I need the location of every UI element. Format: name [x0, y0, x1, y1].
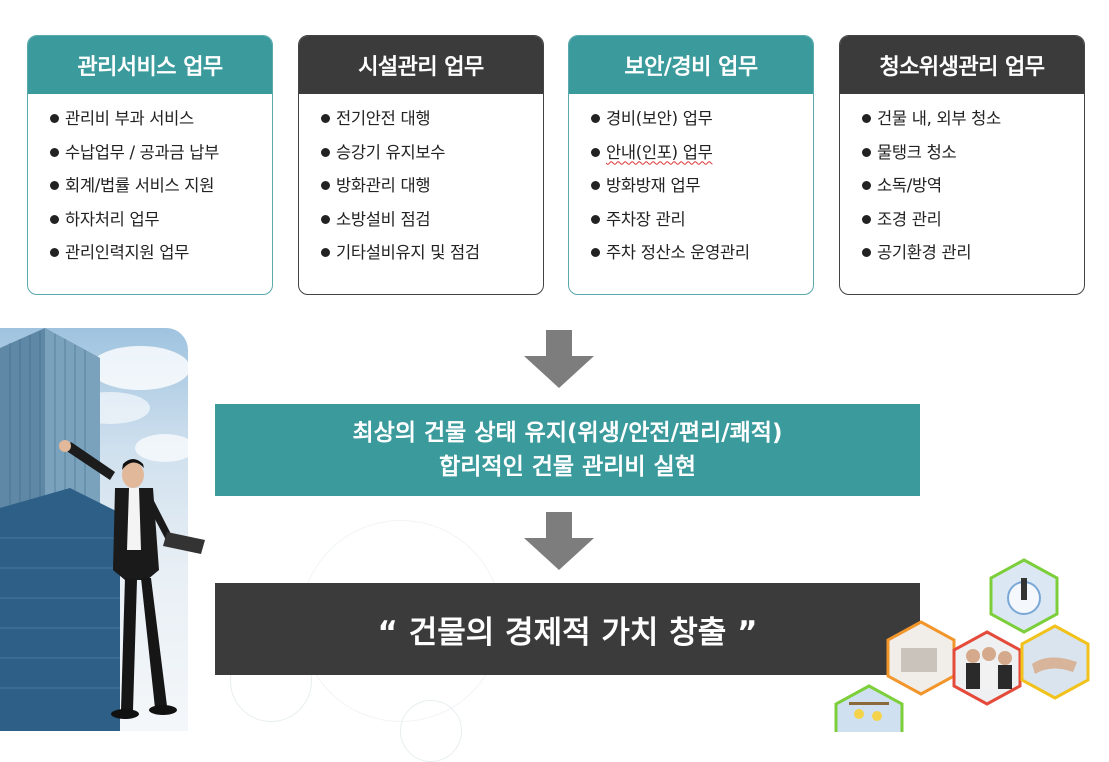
bullet-icon — [862, 181, 871, 191]
goal-banner: 최상의 건물 상태 유지(위생/안전/편리/쾌적) 합리적인 건물 관리비 실현 — [215, 404, 920, 496]
hexagon-collage-image — [834, 558, 1090, 732]
list-item: 주차 정산소 운영관리 — [591, 236, 813, 270]
list-item: 기타설비유지 및 점검 — [321, 236, 543, 270]
bullet-icon — [50, 147, 59, 157]
list-item: 소방설비 점검 — [321, 203, 543, 237]
bullet-icon — [50, 181, 59, 191]
card-title: 시설관리 업무 — [299, 36, 543, 94]
list-item: 수납업무 / 공과금 납부 — [50, 136, 272, 170]
bullet-icon — [321, 147, 330, 157]
card-title: 보안/경비 업무 — [569, 36, 813, 94]
bullet-icon — [321, 181, 330, 191]
card-title: 관리서비스 업무 — [28, 36, 272, 94]
watermark-circle — [400, 700, 462, 762]
card-list: 관리비 부과 서비스 수납업무 / 공과금 납부 회계/법률 서비스 지원 하자… — [28, 94, 272, 270]
card-title: 청소위생관리 업무 — [840, 36, 1084, 94]
list-item: 전기안전 대행 — [321, 102, 543, 136]
card-list: 전기안전 대행 승강기 유지보수 방화관리 대행 소방설비 점검 기타설비유지 … — [299, 94, 543, 270]
list-item: 소독/방역 — [862, 169, 1084, 203]
list-item: 방화관리 대행 — [321, 169, 543, 203]
down-arrow-icon — [524, 512, 594, 570]
bullet-icon — [862, 214, 871, 224]
bullet-icon — [321, 114, 330, 124]
goal-line-1: 최상의 건물 상태 유지(위생/안전/편리/쾌적) — [352, 420, 783, 446]
value-banner: “ 건물의 경제적 가치 창출 ” — [215, 583, 920, 675]
bullet-icon — [321, 248, 330, 258]
list-item: 조경 관리 — [862, 203, 1084, 237]
list-item: 경비(보안) 업무 — [591, 102, 813, 136]
bullet-icon — [591, 248, 600, 258]
list-item: 회계/법률 서비스 지원 — [50, 169, 272, 203]
goal-line-2: 합리적인 건물 관리비 실현 — [439, 454, 696, 480]
value-text: “ 건물의 경제적 가치 창출 ” — [377, 614, 758, 651]
list-item: 물탱크 청소 — [862, 136, 1084, 170]
card-cleaning-hygiene: 청소위생관리 업무 건물 내, 외부 청소 물탱크 청소 소독/방역 조경 관리… — [839, 35, 1085, 295]
list-item: 건물 내, 외부 청소 — [862, 102, 1084, 136]
bullet-icon — [50, 214, 59, 224]
bullet-icon — [591, 181, 600, 191]
card-facility-management: 시설관리 업무 전기안전 대행 승강기 유지보수 방화관리 대행 소방설비 점검… — [298, 35, 544, 295]
bullet-icon — [862, 147, 871, 157]
list-item: 안내(인포) 업무 — [591, 136, 813, 170]
list-item: 공기환경 관리 — [862, 236, 1084, 270]
card-management-service: 관리서비스 업무 관리비 부과 서비스 수납업무 / 공과금 납부 회계/법률 … — [27, 35, 273, 295]
card-security: 보안/경비 업무 경비(보안) 업무 안내(인포) 업무 방화방재 업무 주차장… — [568, 35, 814, 295]
list-item: 방화방재 업무 — [591, 169, 813, 203]
bullet-icon — [321, 214, 330, 224]
bullet-icon — [50, 114, 59, 124]
card-list: 건물 내, 외부 청소 물탱크 청소 소독/방역 조경 관리 공기환경 관리 — [840, 94, 1084, 270]
down-arrow-icon — [524, 330, 594, 388]
bullet-icon — [591, 214, 600, 224]
skyline-illustration — [0, 328, 188, 731]
list-item: 관리비 부과 서비스 — [50, 102, 272, 136]
bullet-icon — [591, 114, 600, 124]
bullet-icon — [862, 114, 871, 124]
card-list: 경비(보안) 업무 안내(인포) 업무 방화방재 업무 주차장 관리 주차 정산… — [569, 94, 813, 270]
bullet-icon — [862, 248, 871, 258]
list-item: 관리인력지원 업무 — [50, 236, 272, 270]
list-item: 승강기 유지보수 — [321, 136, 543, 170]
list-item: 주차장 관리 — [591, 203, 813, 237]
list-item: 하자처리 업무 — [50, 203, 272, 237]
bullet-icon — [591, 147, 600, 157]
businessman-figure — [59, 440, 205, 719]
bullet-icon — [50, 248, 59, 258]
